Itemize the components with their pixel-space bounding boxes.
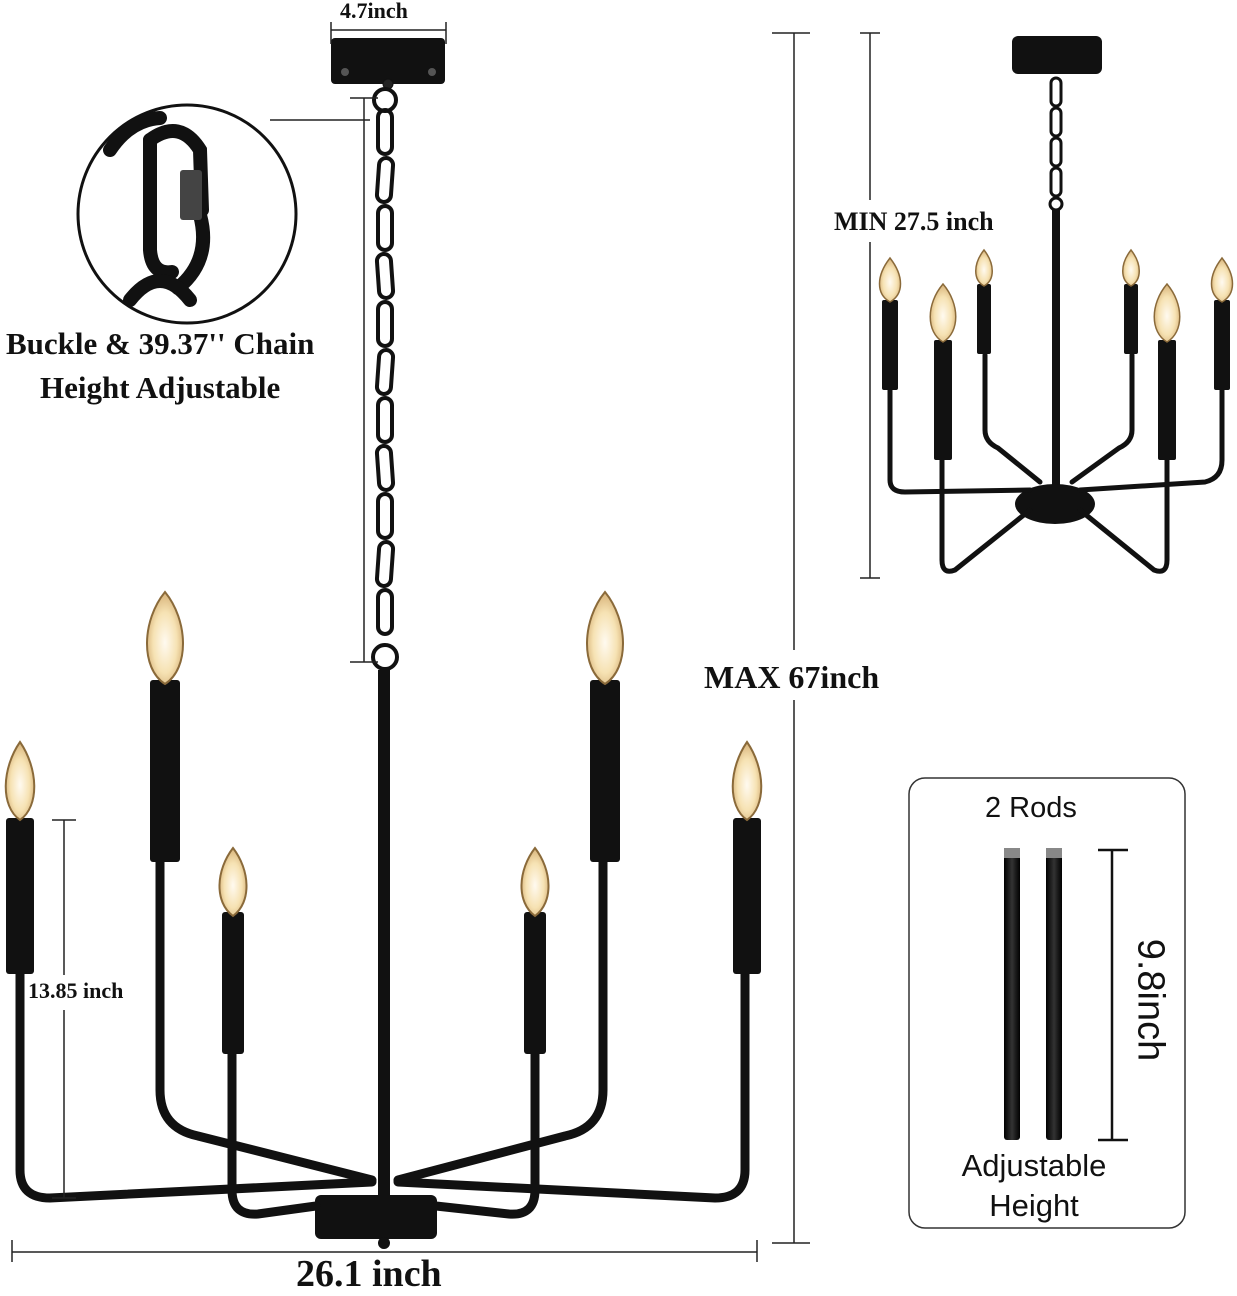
rods-panel: [908, 777, 1186, 1229]
dimension-lines: [11, 22, 880, 1262]
rods-count-label: 2 Rods: [985, 792, 1077, 824]
max-height-label: MAX 67inch: [704, 659, 880, 695]
adjustable-line-1: Adjustable: [961, 1148, 1107, 1183]
adjustable-line-2: Height: [989, 1188, 1079, 1223]
total-width-label: 26.1 inch: [296, 1253, 442, 1295]
chain-note-label: Buckle & 39.37'' Chain Height Adjustable: [6, 322, 314, 410]
adjustable-height-label: Adjustable Height: [945, 1146, 1123, 1226]
chain: [371, 87, 399, 671]
candle-sleeves: [6, 680, 761, 1054]
min-height-label: MIN 27.5 inch: [834, 207, 994, 236]
chain-note-line-2: Height Adjustable: [40, 370, 281, 405]
chain-note-line-1: Buckle & 39.37'' Chain: [6, 326, 315, 361]
main-chandelier: [4, 38, 763, 1249]
rod-length-label: 9.8inch: [1129, 938, 1172, 1062]
arms: [15, 845, 750, 1219]
center-rod: [378, 670, 390, 1200]
min-height-chandelier: [878, 36, 1234, 574]
bulbs: [4, 590, 763, 918]
canopy-width-label: 4.7inch: [340, 0, 408, 23]
chain-buckle-detail: [76, 103, 370, 325]
arm-height-label: 13.85 inch: [28, 978, 124, 1003]
rod-pair: [1004, 848, 1062, 1140]
center-hub: [315, 1195, 437, 1249]
canopy: [331, 38, 445, 90]
